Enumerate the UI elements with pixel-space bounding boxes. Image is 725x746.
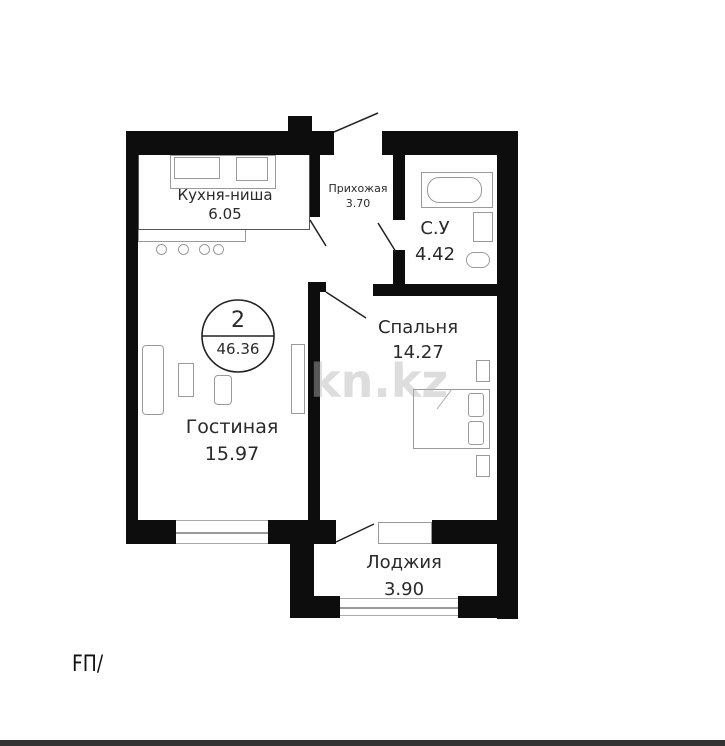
kitchen-worktop xyxy=(170,155,276,189)
room-name-living: Гостиная xyxy=(185,416,279,438)
bathtub-inner xyxy=(427,177,482,203)
bedroom-bottom-wall-right xyxy=(432,520,512,544)
kitchen-counter-frame xyxy=(138,155,310,230)
room-name-kitchen: Кухня-ниша xyxy=(177,186,273,204)
stove-icon xyxy=(236,157,268,181)
bathroom-left-wall-top xyxy=(393,155,405,220)
pillow-icon xyxy=(468,393,484,417)
bar-counter xyxy=(138,230,246,242)
room-name-hallway: Прихожая xyxy=(328,182,388,195)
sofa-icon xyxy=(142,345,164,415)
total-area: 46.36 xyxy=(216,340,260,358)
footer-logo: FП/ xyxy=(72,652,104,677)
room-area-bathroom: 4.42 xyxy=(414,244,456,265)
bar-stool-icon xyxy=(213,244,224,255)
footer-bar xyxy=(0,740,725,746)
bar-stool-icon xyxy=(178,244,189,255)
room-area-living: 15.97 xyxy=(204,443,260,465)
bedroom-living-partition xyxy=(308,282,320,522)
sink-icon xyxy=(174,157,220,179)
tv-stand-icon xyxy=(291,344,305,414)
rooms-count: 2 xyxy=(231,308,245,333)
washbasin-icon xyxy=(473,212,493,242)
nightstand-icon xyxy=(476,360,490,382)
bathroom-bottom-wall xyxy=(373,284,503,296)
outer-wall-left xyxy=(126,131,138,541)
room-area-loggia: 3.90 xyxy=(383,579,425,600)
coffee-table-icon xyxy=(178,363,194,397)
kitchen-hall-wall xyxy=(310,155,320,217)
room-name-bathroom: С.У xyxy=(420,218,450,239)
nightstand-icon xyxy=(476,455,490,477)
room-name-bedroom: Спальня xyxy=(377,317,459,338)
loggia-bottom-right xyxy=(458,596,508,618)
toilet-icon xyxy=(466,252,490,268)
pillow-icon xyxy=(468,421,484,445)
outer-wall-right xyxy=(497,131,518,619)
bathroom-left-wall-bottom xyxy=(393,250,405,290)
living-window xyxy=(176,520,268,544)
outer-wall-top-right xyxy=(382,131,518,155)
room-name-loggia: Лоджия xyxy=(366,552,442,573)
partition-door-stub xyxy=(320,282,326,292)
bar-stool-icon xyxy=(156,244,167,255)
loggia-window xyxy=(340,598,458,616)
bedroom-balcony-door xyxy=(378,522,432,544)
wall-pillar-top xyxy=(288,116,312,138)
loggia-bottom-left xyxy=(304,596,340,618)
bathtub-icon xyxy=(421,172,493,208)
room-area-kitchen: 6.05 xyxy=(208,205,242,223)
room-area-bedroom: 14.27 xyxy=(392,342,444,363)
watermark: kn.kz xyxy=(310,354,449,408)
room-area-hallway: 3.70 xyxy=(345,197,371,210)
living-bottom-wall-left xyxy=(126,520,176,544)
armchair-icon xyxy=(214,375,232,405)
bar-stool-icon xyxy=(199,244,210,255)
